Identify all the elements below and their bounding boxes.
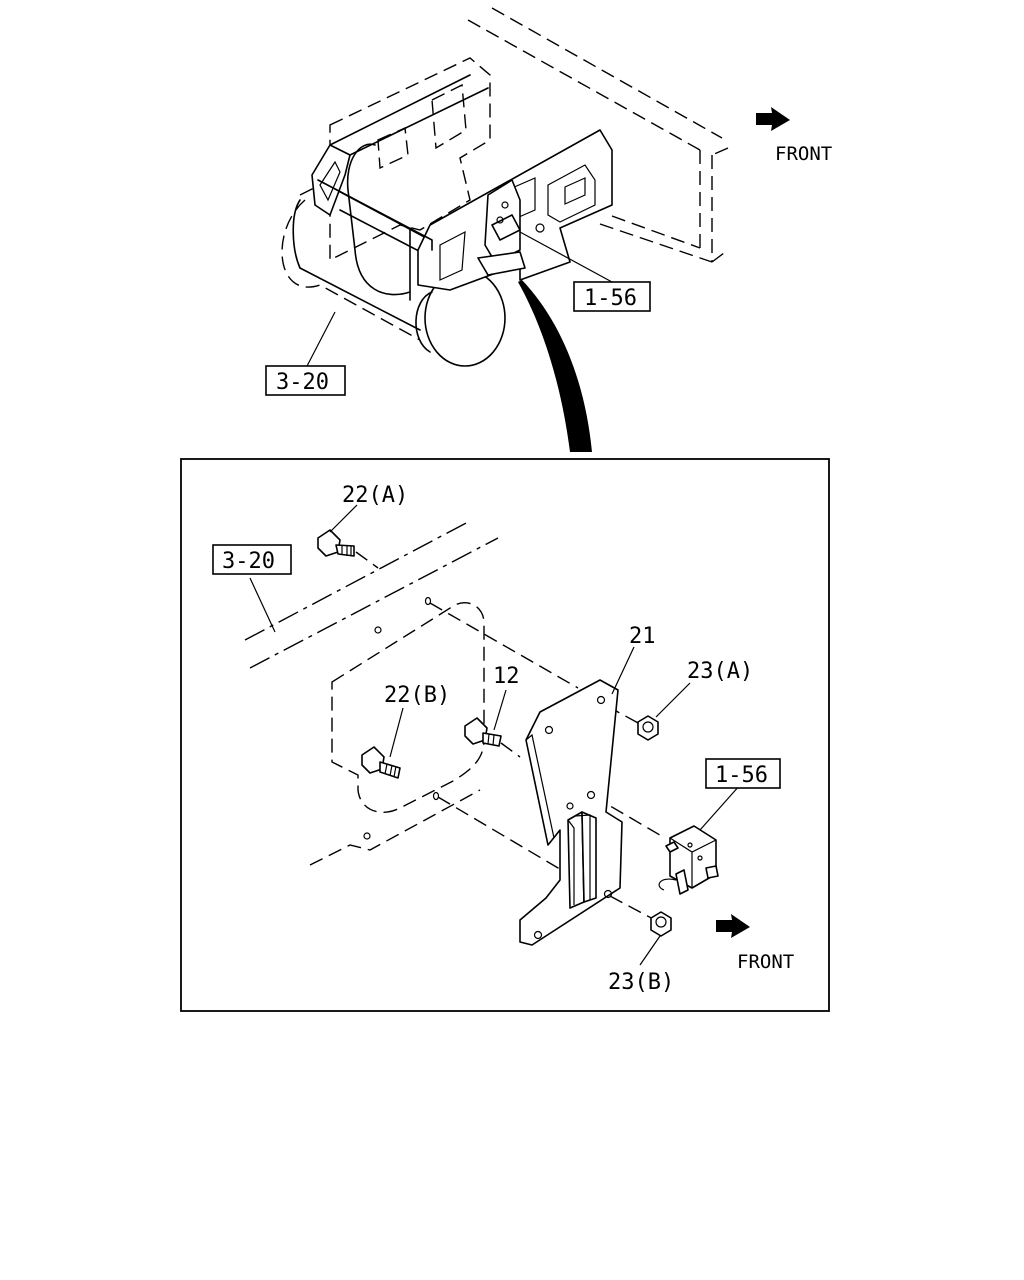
detail-view-frame: [180, 458, 830, 1012]
nut-23b: [650, 911, 672, 937]
ref-3-20-top-label: 3-20: [276, 370, 329, 395]
valve-1-56-top: [477, 179, 526, 276]
ref-1-56-top-label: 1-56: [584, 286, 637, 311]
detail-callout-arrow: [518, 280, 592, 452]
ref-1-56-detail-box: [705, 758, 781, 789]
part-12-label: 12: [493, 664, 520, 689]
nut-23a: [637, 715, 659, 741]
part-23b-label: 23(B): [608, 970, 674, 995]
ref-3-20-top-box: [265, 365, 346, 396]
bolt-22b: [361, 746, 401, 779]
rear-bracket-plate: [329, 57, 491, 262]
valve-1-56-detail: [658, 825, 719, 895]
part-22a-label: 22(A): [342, 483, 408, 508]
front-arrow-top-icon: [756, 107, 790, 131]
bracket-21: [519, 679, 623, 946]
part-23a-label: 23(A): [687, 659, 753, 684]
front-arrow-bottom-icon: [716, 914, 750, 938]
part-21-label: 21: [629, 624, 656, 649]
bolt-12: [464, 717, 502, 747]
front-label-bottom: FRONT: [737, 951, 794, 973]
frame-rail: [467, 7, 729, 263]
ref-3-20-detail-label: 3-20: [222, 549, 275, 574]
ref-3-20-detail-box: [212, 544, 292, 575]
detail-view: [244, 504, 741, 966]
ref-1-56-detail-label: 1-56: [715, 763, 768, 788]
top-assembly-view: [281, 7, 729, 452]
part-22b-label: 22(B): [384, 683, 450, 708]
front-label-top: FRONT: [775, 143, 832, 165]
bolt-22a: [317, 529, 355, 557]
ref-1-56-top-box: [573, 281, 651, 312]
